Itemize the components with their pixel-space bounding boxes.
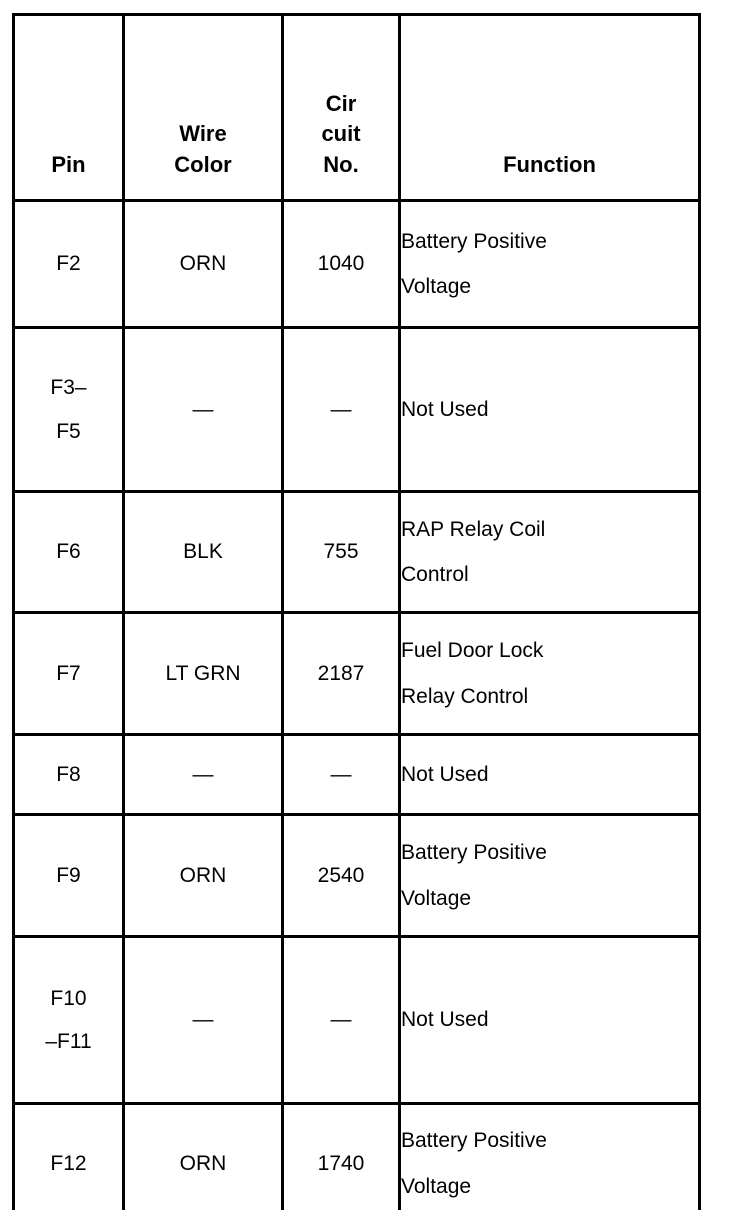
cell-function-line-1: Relay Control — [401, 684, 529, 708]
cell-wire-color-line-0: ORN — [179, 863, 227, 887]
cell-function-line-0: Not Used — [401, 762, 489, 786]
cell-wire-color-line-0: BLK — [183, 540, 223, 564]
table-row: F12 ORN 1740 Battery Positive Voltage — [12, 1102, 701, 1210]
cell-wire-color: BLK — [122, 490, 284, 614]
table-row: F6 BLK 755 RAP Relay Coil Control — [12, 490, 701, 614]
cell-circuit-no: 1740 — [281, 1102, 401, 1210]
cell-function: Not Used — [398, 326, 701, 493]
cell-function-line-1: Control — [401, 563, 469, 586]
cell-function: RAP Relay Coil Control — [398, 490, 701, 614]
cell-function-line-0: Battery Positive — [401, 229, 547, 253]
cell-wire-color-line-0: — — [192, 762, 214, 786]
cell-wire-color: ORN — [122, 199, 284, 329]
table-header-row: Pin Wire Color Cir cuit No. — [12, 13, 701, 202]
column-header-circuit-no-line-0: Cir — [325, 90, 357, 116]
table-row: F10 –F11 — — Not Used — [12, 935, 701, 1105]
table-row: F9 ORN 2540 Battery Positive Voltage — [12, 813, 701, 938]
cell-pin: F8 — [12, 733, 125, 816]
cell-wire-color: — — [122, 733, 284, 816]
cell-pin-line-0: F8 — [56, 762, 81, 786]
cell-function-line-0: Not Used — [401, 1008, 489, 1032]
table-row: F7 LT GRN 2187 Fuel Door Lock Relay Cont… — [12, 611, 701, 736]
cell-function-line-1: Voltage — [401, 886, 472, 910]
cell-circuit-no-line-0: 1040 — [317, 252, 365, 276]
cell-circuit-no-line-0: — — [330, 397, 352, 421]
cell-function: Not Used — [398, 935, 701, 1105]
cell-function: Fuel Door Lock Relay Control — [398, 611, 701, 736]
cell-wire-color-line-0: LT GRN — [165, 661, 241, 685]
cell-function-line-0: Fuel Door Lock — [401, 639, 544, 663]
cell-pin-line-1: –F11 — [45, 1030, 92, 1053]
column-header-circuit-no-line-2: No. — [323, 152, 359, 178]
cell-wire-color-line-0: ORN — [179, 1151, 227, 1175]
cell-circuit-no-line-0: — — [330, 762, 352, 786]
cell-function-line-1: Voltage — [401, 1174, 472, 1198]
column-header-function-text: Function — [401, 150, 698, 199]
cell-pin-line-0: F7 — [56, 661, 81, 685]
column-header-function: Function — [398, 13, 701, 202]
cell-circuit-no-line-0: 2540 — [317, 863, 365, 887]
column-header-wire-color-line-1: Color — [174, 152, 232, 178]
cell-pin-line-0: F2 — [56, 252, 81, 276]
table-row: F3– F5 — — Not Used — [12, 326, 701, 493]
cell-wire-color: — — [122, 326, 284, 493]
cell-wire-color: ORN — [122, 813, 284, 938]
cell-function: Not Used — [398, 733, 701, 816]
cell-circuit-no: 2540 — [281, 813, 401, 938]
cell-function: Battery Positive Voltage — [398, 199, 701, 329]
cell-function-line-0: Battery Positive — [401, 1129, 547, 1153]
column-header-pin-line-0: Pin — [51, 152, 86, 178]
cell-circuit-no-line-0: 755 — [323, 540, 359, 564]
cell-pin: F12 — [12, 1102, 125, 1210]
cell-circuit-no-line-0: 1740 — [317, 1151, 365, 1175]
cell-function-line-0: Battery Positive — [401, 841, 547, 865]
cell-pin-line-0: F9 — [56, 863, 81, 887]
cell-function-line-0: RAP Relay Coil — [401, 517, 546, 541]
column-header-pin: Pin — [12, 13, 125, 202]
cell-circuit-no: 2187 — [281, 611, 401, 736]
cell-circuit-no: 1040 — [281, 199, 401, 329]
cell-pin: F2 — [12, 199, 125, 329]
cell-function-line-0: Not Used — [401, 397, 489, 421]
cell-circuit-no: 755 — [281, 490, 401, 614]
cell-pin: F7 — [12, 611, 125, 736]
cell-wire-color: LT GRN — [122, 611, 284, 736]
cell-pin: F9 — [12, 813, 125, 938]
cell-wire-color-line-0: ORN — [179, 252, 227, 276]
cell-circuit-no-line-0: 2187 — [317, 661, 365, 685]
column-header-pin-text: Pin — [15, 150, 122, 199]
column-header-wire-color-line-0: Wire — [179, 121, 227, 147]
cell-circuit-no: — — [281, 935, 401, 1105]
cell-wire-color-line-0: — — [192, 397, 214, 421]
cell-circuit-no-line-0: — — [330, 1008, 352, 1032]
cell-wire-color-line-0: — — [192, 1008, 214, 1032]
table-body: F2 ORN 1040 Battery Positive Voltage F3–… — [12, 199, 701, 1210]
pin-assignment-table: Pin Wire Color Cir cuit No. — [12, 13, 701, 1210]
cell-pin-line-0: F3– — [50, 376, 87, 400]
table-row: F2 ORN 1040 Battery Positive Voltage — [12, 199, 701, 329]
table-row: F8 — — Not Used — [12, 733, 701, 816]
column-header-circuit-no: Cir cuit No. — [281, 13, 401, 202]
cell-circuit-no: — — [281, 733, 401, 816]
cell-circuit-no: — — [281, 326, 401, 493]
column-header-wire-color-text: Wire Color — [125, 119, 281, 199]
column-header-circuit-no-line-1: cuit — [321, 121, 361, 147]
table-header: Pin Wire Color Cir cuit No. — [12, 13, 701, 202]
cell-wire-color: — — [122, 935, 284, 1105]
cell-function-line-1: Voltage — [401, 275, 472, 298]
cell-pin: F3– F5 — [12, 326, 125, 493]
cell-pin: F10 –F11 — [12, 935, 125, 1105]
column-header-function-line-0: Function — [503, 152, 596, 178]
column-header-wire-color: Wire Color — [122, 13, 284, 202]
cell-pin-line-0: F6 — [56, 540, 81, 564]
column-header-circuit-no-text: Cir cuit No. — [284, 89, 398, 199]
cell-pin: F6 — [12, 490, 125, 614]
cell-pin-line-1: F5 — [56, 419, 81, 443]
cell-pin-line-0: F12 — [50, 1151, 87, 1175]
cell-function: Battery Positive Voltage — [398, 813, 701, 938]
cell-pin-line-0: F10 — [50, 986, 87, 1010]
cell-function: Battery Positive Voltage — [398, 1102, 701, 1210]
cell-wire-color: ORN — [122, 1102, 284, 1210]
